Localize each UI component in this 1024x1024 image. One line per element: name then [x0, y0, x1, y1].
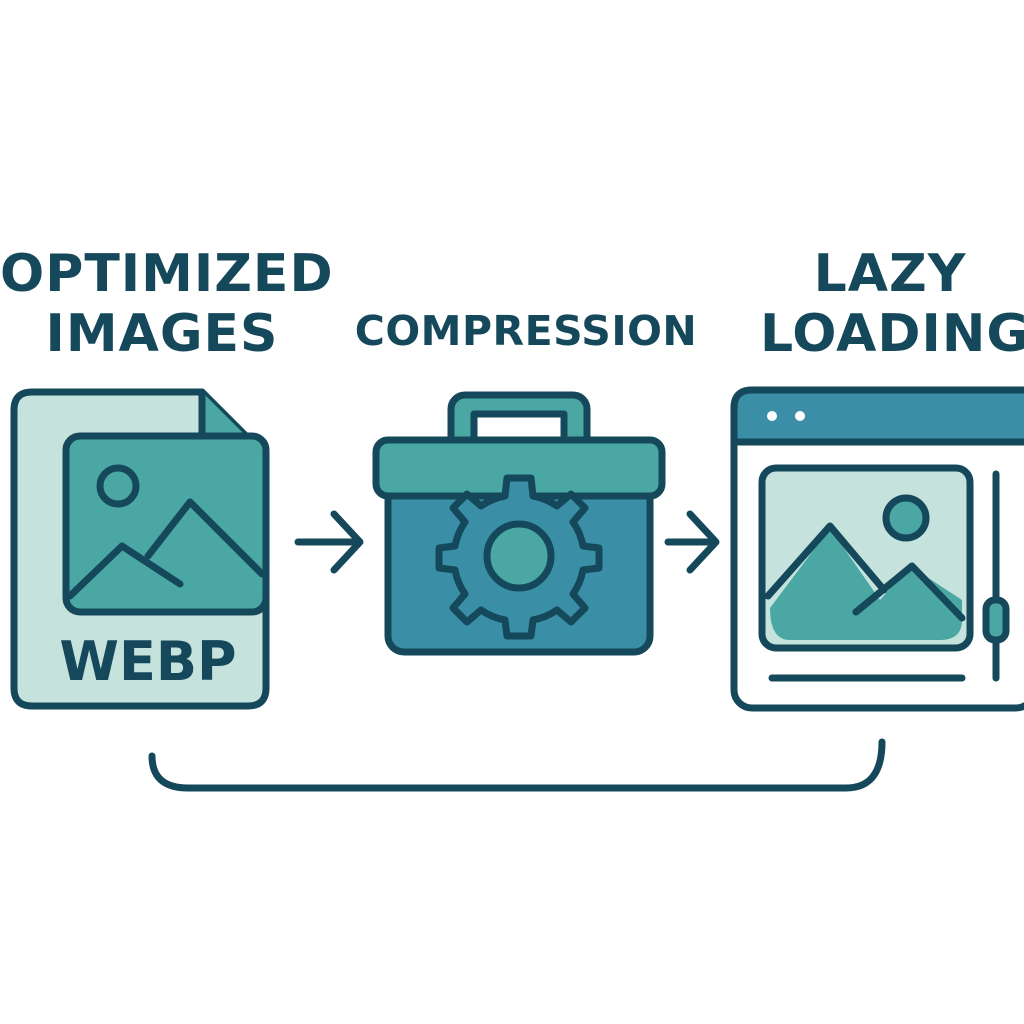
step-label-line: IMAGES	[45, 304, 279, 364]
step-label-lazy-loading: LAZY LOADING	[760, 244, 1024, 368]
step-label-line: OPTIMIZED	[0, 244, 334, 304]
window-dot-icon	[795, 411, 805, 421]
bracket-connector	[148, 738, 886, 792]
window-dot-icon	[767, 411, 777, 421]
webp-badge-text: WEBP	[59, 630, 236, 693]
step-label-line: LOADING	[760, 304, 1024, 364]
scrollbar-thumb	[982, 596, 1010, 644]
toolbox-gear-icon	[372, 391, 666, 656]
step-label-line: LAZY	[813, 244, 967, 304]
step-label-optimized-images: OPTIMIZED IMAGES	[0, 244, 334, 368]
step-label-compression: COMPRESSION	[354, 307, 698, 355]
gear-icon	[435, 474, 603, 640]
arrow-right-icon	[294, 510, 364, 574]
webp-file-icon: WEBP	[10, 388, 270, 710]
browser-image-icon	[730, 386, 1024, 712]
arrow-right-icon	[664, 510, 720, 574]
